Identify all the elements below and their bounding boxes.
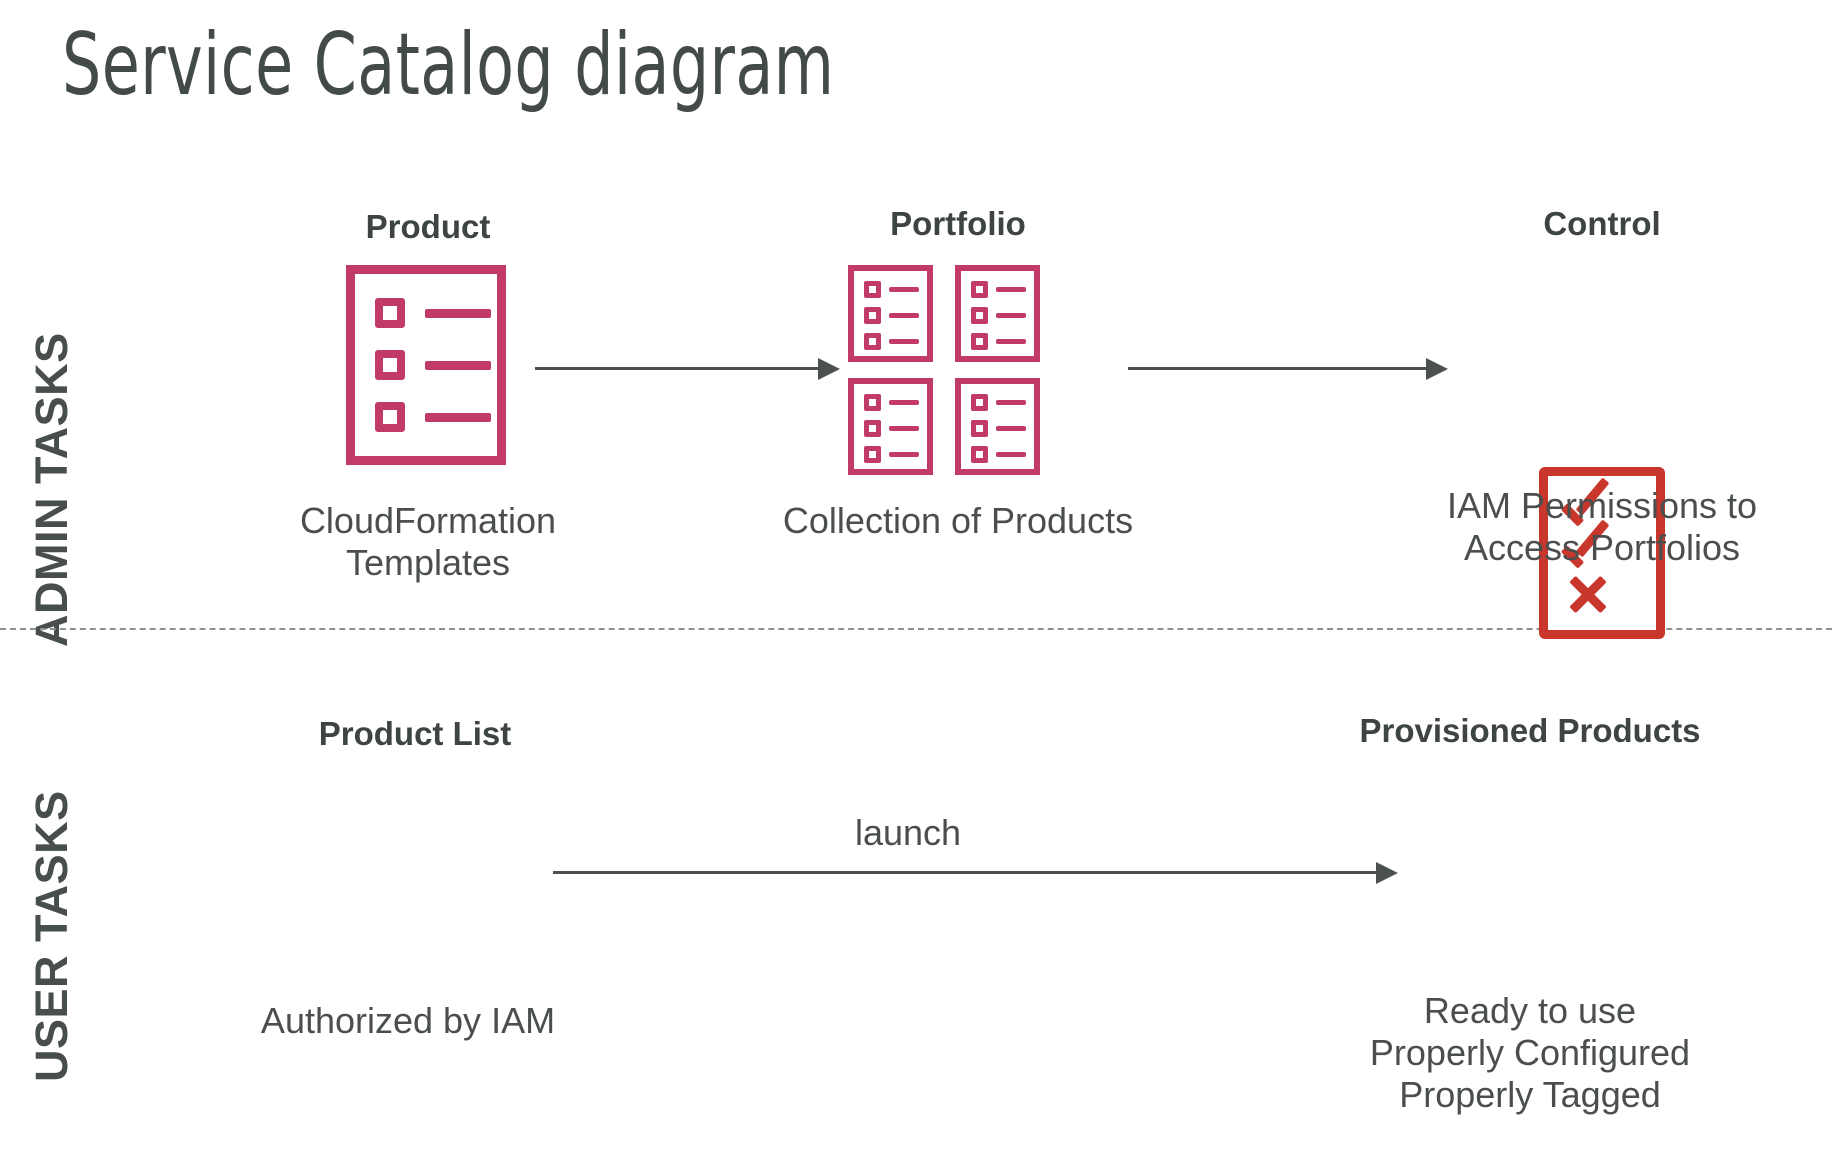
portfolio-mini-doc xyxy=(955,378,1040,475)
band-label-user-tasks: USER TASKS xyxy=(26,790,77,1082)
node-title-portfolio: Portfolio xyxy=(890,205,1026,242)
caption-product-list: Authorized by IAM xyxy=(261,1000,555,1042)
caption-portfolio: Collection of Products xyxy=(783,500,1133,542)
caption-provisioned-products: Ready to use Properly Configured Properl… xyxy=(1370,990,1690,1115)
node-title-product: Product xyxy=(365,208,491,245)
caption-provisioned-line3: Properly Tagged xyxy=(1399,1073,1661,1115)
caption-provisioned-line1: Ready to use xyxy=(1423,990,1637,1031)
caption-portfolio-line1: Collection of Products xyxy=(782,500,1134,541)
caption-product-line2: Templates xyxy=(345,541,511,583)
arrow-portfolio-to-control xyxy=(1128,356,1448,380)
node-title-product-list: Product List xyxy=(318,715,512,752)
arrow-product-to-portfolio xyxy=(535,356,840,380)
caption-product-line1: CloudFormation xyxy=(299,500,557,541)
cross-icon xyxy=(1566,573,1608,615)
caption-control-line1: IAM Permissions to xyxy=(1446,485,1758,526)
caption-product: CloudFormation Templates xyxy=(300,500,556,584)
portfolio-mini-doc xyxy=(848,378,933,475)
checklist-control-icon xyxy=(1539,467,1665,639)
node-title-control: Control xyxy=(1543,205,1661,242)
section-divider xyxy=(0,628,1832,630)
caption-provisioned-line2: Properly Configured xyxy=(1369,1031,1691,1073)
caption-control-line2: Access Portfolios xyxy=(1463,526,1741,568)
portfolio-grid-icon xyxy=(848,265,1068,475)
page-title: Service Catalog diagram xyxy=(62,15,835,115)
caption-product-list-line1: Authorized by IAM xyxy=(260,1000,556,1041)
band-label-admin-tasks: ADMIN TASKS xyxy=(26,332,77,647)
portfolio-mini-doc xyxy=(955,265,1040,362)
document-list-icon xyxy=(346,265,506,465)
arrow-label-launch: launch xyxy=(854,812,962,853)
caption-control: IAM Permissions to Access Portfolios xyxy=(1447,485,1757,569)
portfolio-mini-doc xyxy=(848,265,933,362)
arrow-launch xyxy=(553,860,1398,884)
node-title-provisioned-products: Provisioned Products xyxy=(1359,712,1701,749)
